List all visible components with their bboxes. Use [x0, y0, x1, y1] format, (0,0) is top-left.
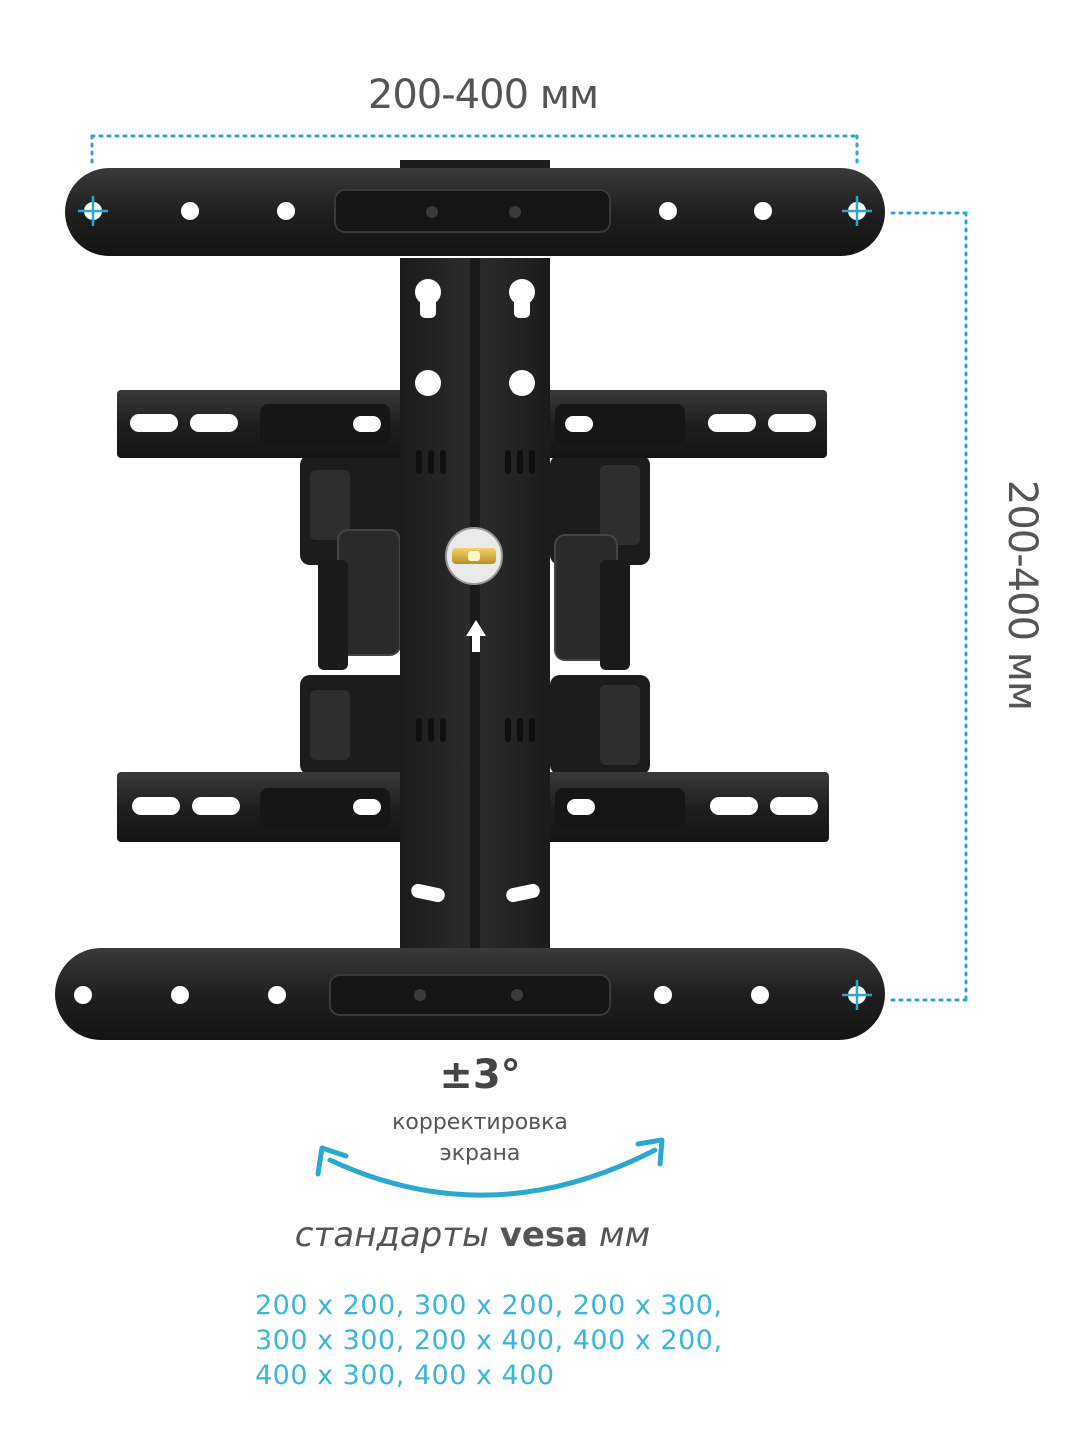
- central-wall-plate: [400, 258, 550, 948]
- vesa-sizes-line: 200 x 200, 300 x 200, 200 x 300,: [255, 1290, 723, 1321]
- width-dimension-line: [90, 134, 859, 164]
- vesa-title-suffix: мм: [598, 1215, 651, 1255]
- tilt-caption-line2: экрана: [439, 1141, 521, 1166]
- vesa-title-brand: vesa: [499, 1215, 589, 1255]
- crosshair-icon: [842, 980, 872, 1010]
- top-rail: [65, 160, 885, 256]
- left-arm-assembly: [300, 455, 410, 775]
- crosshair-icon: [842, 196, 872, 226]
- tilt-arc-arrow-icon: [315, 1137, 665, 1198]
- lower-middle-bar: [117, 772, 829, 842]
- bottom-rail: [55, 948, 885, 1040]
- vesa-title-prefix: стандарты: [294, 1215, 489, 1255]
- width-dimension-label: 200-400 мм: [367, 72, 599, 118]
- tilt-angle-value: ±3°: [439, 1052, 521, 1098]
- height-dimension-line: [890, 211, 968, 1002]
- up-arrow-icon: [466, 620, 486, 652]
- crosshair-icon: [78, 196, 108, 226]
- tilt-caption-line1: корректировка: [392, 1110, 568, 1135]
- vesa-sizes-line: 400 x 300, 400 x 400: [255, 1360, 555, 1391]
- vesa-standards-title: стандарты vesa мм: [0, 1215, 945, 1255]
- right-arm-assembly: [550, 455, 650, 775]
- bubble-level-icon: [445, 527, 503, 585]
- vesa-sizes-line: 300 x 300, 200 x 400, 400 x 200,: [255, 1325, 723, 1356]
